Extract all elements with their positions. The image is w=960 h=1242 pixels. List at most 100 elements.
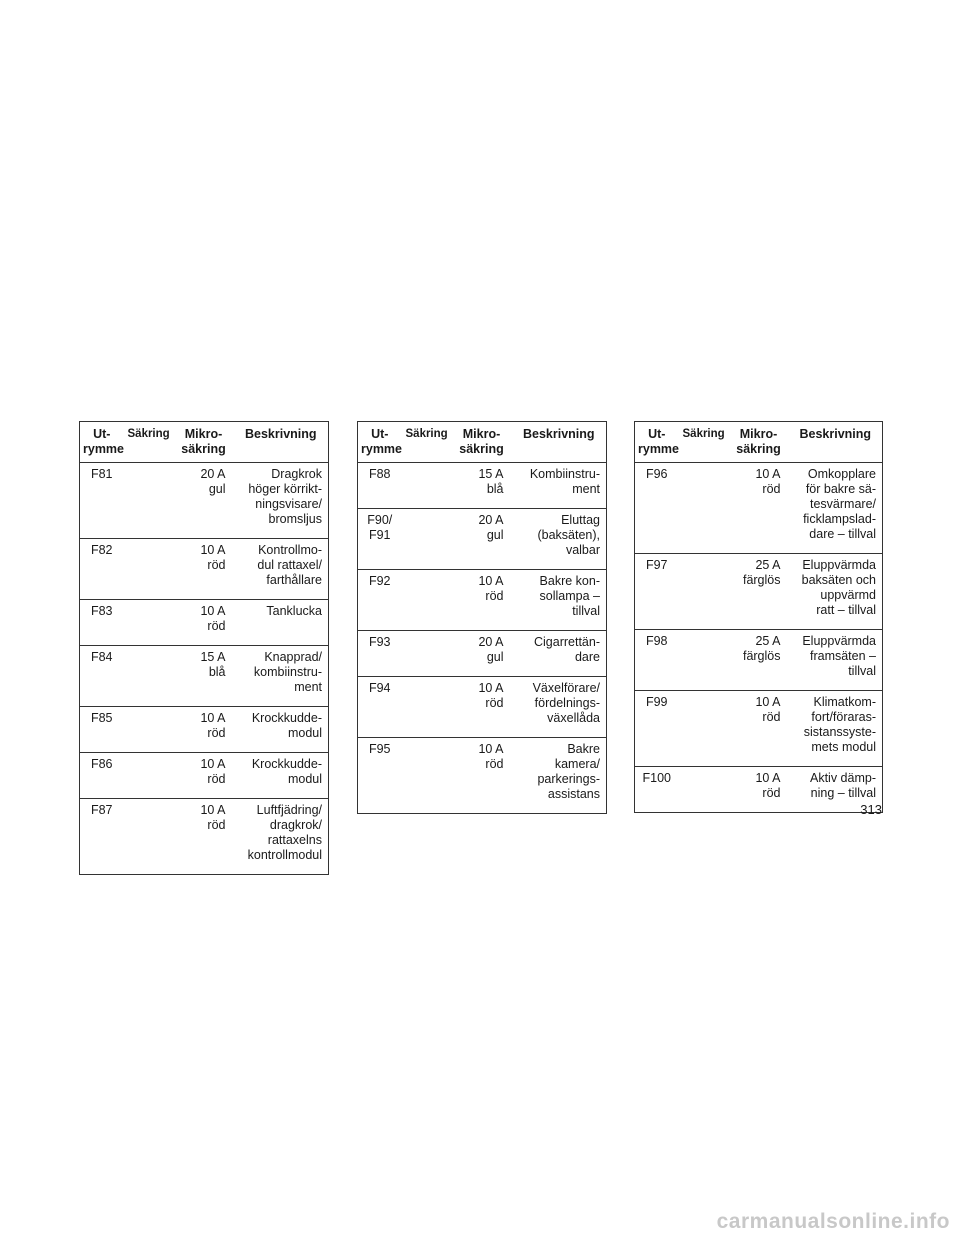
cell-utrymme: F94 [357, 676, 402, 738]
cell-sakring [123, 706, 174, 753]
cell-sakring [123, 752, 174, 799]
cell-beskrivning: Knapprad/ kombiinstru- ment [233, 645, 329, 707]
cell-mikro: 10 A röd [173, 752, 234, 799]
header-beskrivning: Beskrivning [511, 421, 607, 463]
header-sakring: Säkring [401, 421, 452, 463]
cell-mikro: 10 A röd [173, 599, 234, 646]
cell-utrymme: F84 [79, 645, 124, 707]
cell-utrymme: F82 [79, 538, 124, 600]
header-sakring: Säkring [678, 421, 729, 463]
cell-beskrivning: Eluppvärmda framsäten – tillval [788, 629, 883, 691]
cell-beskrivning: Kombiinstru- ment [511, 462, 607, 509]
cell-beskrivning: Omkopplare för bakre sä- tesvärmare/ fic… [788, 462, 883, 554]
cell-beskrivning: Aktiv dämp- ning – tillval [810, 771, 876, 800]
cell-sakring [123, 462, 174, 539]
header-utrymme: Ut- rymme [634, 421, 679, 463]
cell-utrymme: F96 [634, 462, 679, 554]
cell-sakring [678, 553, 729, 630]
cell-beskrivning: Dragkrok höger körrikt- ningsvisare/ bro… [233, 462, 329, 539]
cell-sakring [678, 629, 729, 691]
cell-mikro: 25 A färglös [728, 629, 789, 691]
cell-utrymme: F85 [79, 706, 124, 753]
cell-utrymme: F87 [90, 803, 113, 817]
cell-beskrivning: Tanklucka [233, 599, 329, 646]
cell-beskrivning: Kontrollmo- dul rattaxel/ farthållare [233, 538, 329, 600]
cell-beskrivning: Klimatkom- fort/föraras- sistanssyste- m… [788, 690, 883, 767]
cell-beskrivning: Luftfjädring/ dragkrok/ rattaxelns kontr… [247, 803, 322, 862]
cell-sakring [123, 645, 174, 707]
cell-mikro: 10 A röd [728, 690, 789, 767]
cell-utrymme: F93 [357, 630, 402, 677]
cell-utrymme: F99 [634, 690, 679, 767]
fuse-table-3: Ut- rymme Säkring Mikro- säkring Beskriv… [634, 421, 883, 813]
cell-utrymme: F81 [79, 462, 124, 539]
cell-sakring [679, 767, 729, 813]
cell-beskrivning: Krockkudde- modul [233, 752, 329, 799]
fuse-table-2: Ut- rymme Säkring Mikro- säkring Beskriv… [357, 421, 607, 814]
cell-beskrivning: Cigarrettän- dare [511, 630, 607, 677]
table-row: F87 10 A röd Luftfjädring/ dragkrok/ ratta… [80, 799, 329, 875]
header-beskrivning: Beskrivning [233, 421, 329, 463]
cell-mikro: 10 A röd [755, 771, 781, 800]
cell-utrymme: F95 [368, 742, 391, 756]
cell-sakring [401, 462, 452, 509]
cell-utrymme: F88 [357, 462, 402, 509]
fuse-table-1: Ut- rymme Säkring Mikro- säkring Beskriv… [79, 421, 329, 875]
cell-utrymme: F83 [79, 599, 124, 646]
cell-utrymme: F100 [642, 771, 672, 785]
cell-utrymme: F97 [634, 553, 679, 630]
cell-beskrivning: Krockkudde- modul [233, 706, 329, 753]
cell-utrymme: F98 [634, 629, 679, 691]
cell-sakring [678, 690, 729, 767]
cell-beskrivning: Bakre kamera/ parkerings- assistans [537, 742, 600, 801]
cell-utrymme: F92 [357, 569, 402, 631]
cell-utrymme: F90/ F91 [357, 508, 402, 570]
table-header-row: Ut- rymme Säkring Mikro- säkring Beskriv… [79, 421, 329, 463]
cell-mikro: 10 A röd [200, 803, 226, 832]
table-header-row: Ut- rymme Säkring Mikro- säkring Beskriv… [634, 421, 883, 463]
header-beskrivning: Beskrivning [788, 421, 883, 463]
cell-mikro: 15 A blå [451, 462, 512, 509]
header-mikro: Mikro- säkring [451, 421, 512, 463]
header-mikro: Mikro- säkring [728, 421, 789, 463]
cell-mikro: 20 A gul [451, 630, 512, 677]
cell-sakring [123, 599, 174, 646]
cell-beskrivning: Eluppvärmda baksäten och uppvärmd ratt –… [788, 553, 883, 630]
header-utrymme: Ut- rymme [357, 421, 402, 463]
cell-utrymme: F86 [79, 752, 124, 799]
cell-sakring [401, 676, 452, 738]
cell-sakring [402, 738, 452, 814]
watermark: carmanualsonline.info [716, 1210, 950, 1233]
cell-sakring [678, 462, 729, 554]
header-sakring: Säkring [123, 421, 174, 463]
cell-mikro: 10 A röd [173, 538, 234, 600]
cell-mikro: 25 A färglös [728, 553, 789, 630]
cell-sakring [124, 799, 174, 875]
header-utrymme: Ut- rymme [79, 421, 124, 463]
cell-mikro: 10 A röd [728, 462, 789, 554]
cell-sakring [401, 630, 452, 677]
header-mikro: Mikro- säkring [173, 421, 234, 463]
cell-mikro: 10 A röd [451, 676, 512, 738]
cell-beskrivning: Bakre kon- sollampa – tillval [511, 569, 607, 631]
cell-mikro: 20 A gul [173, 462, 234, 539]
cell-mikro: 20 A gul [451, 508, 512, 570]
cell-mikro: 15 A blå [173, 645, 234, 707]
table-row: F100 10 A röd Aktiv dämp- ning – tillval [635, 767, 883, 813]
